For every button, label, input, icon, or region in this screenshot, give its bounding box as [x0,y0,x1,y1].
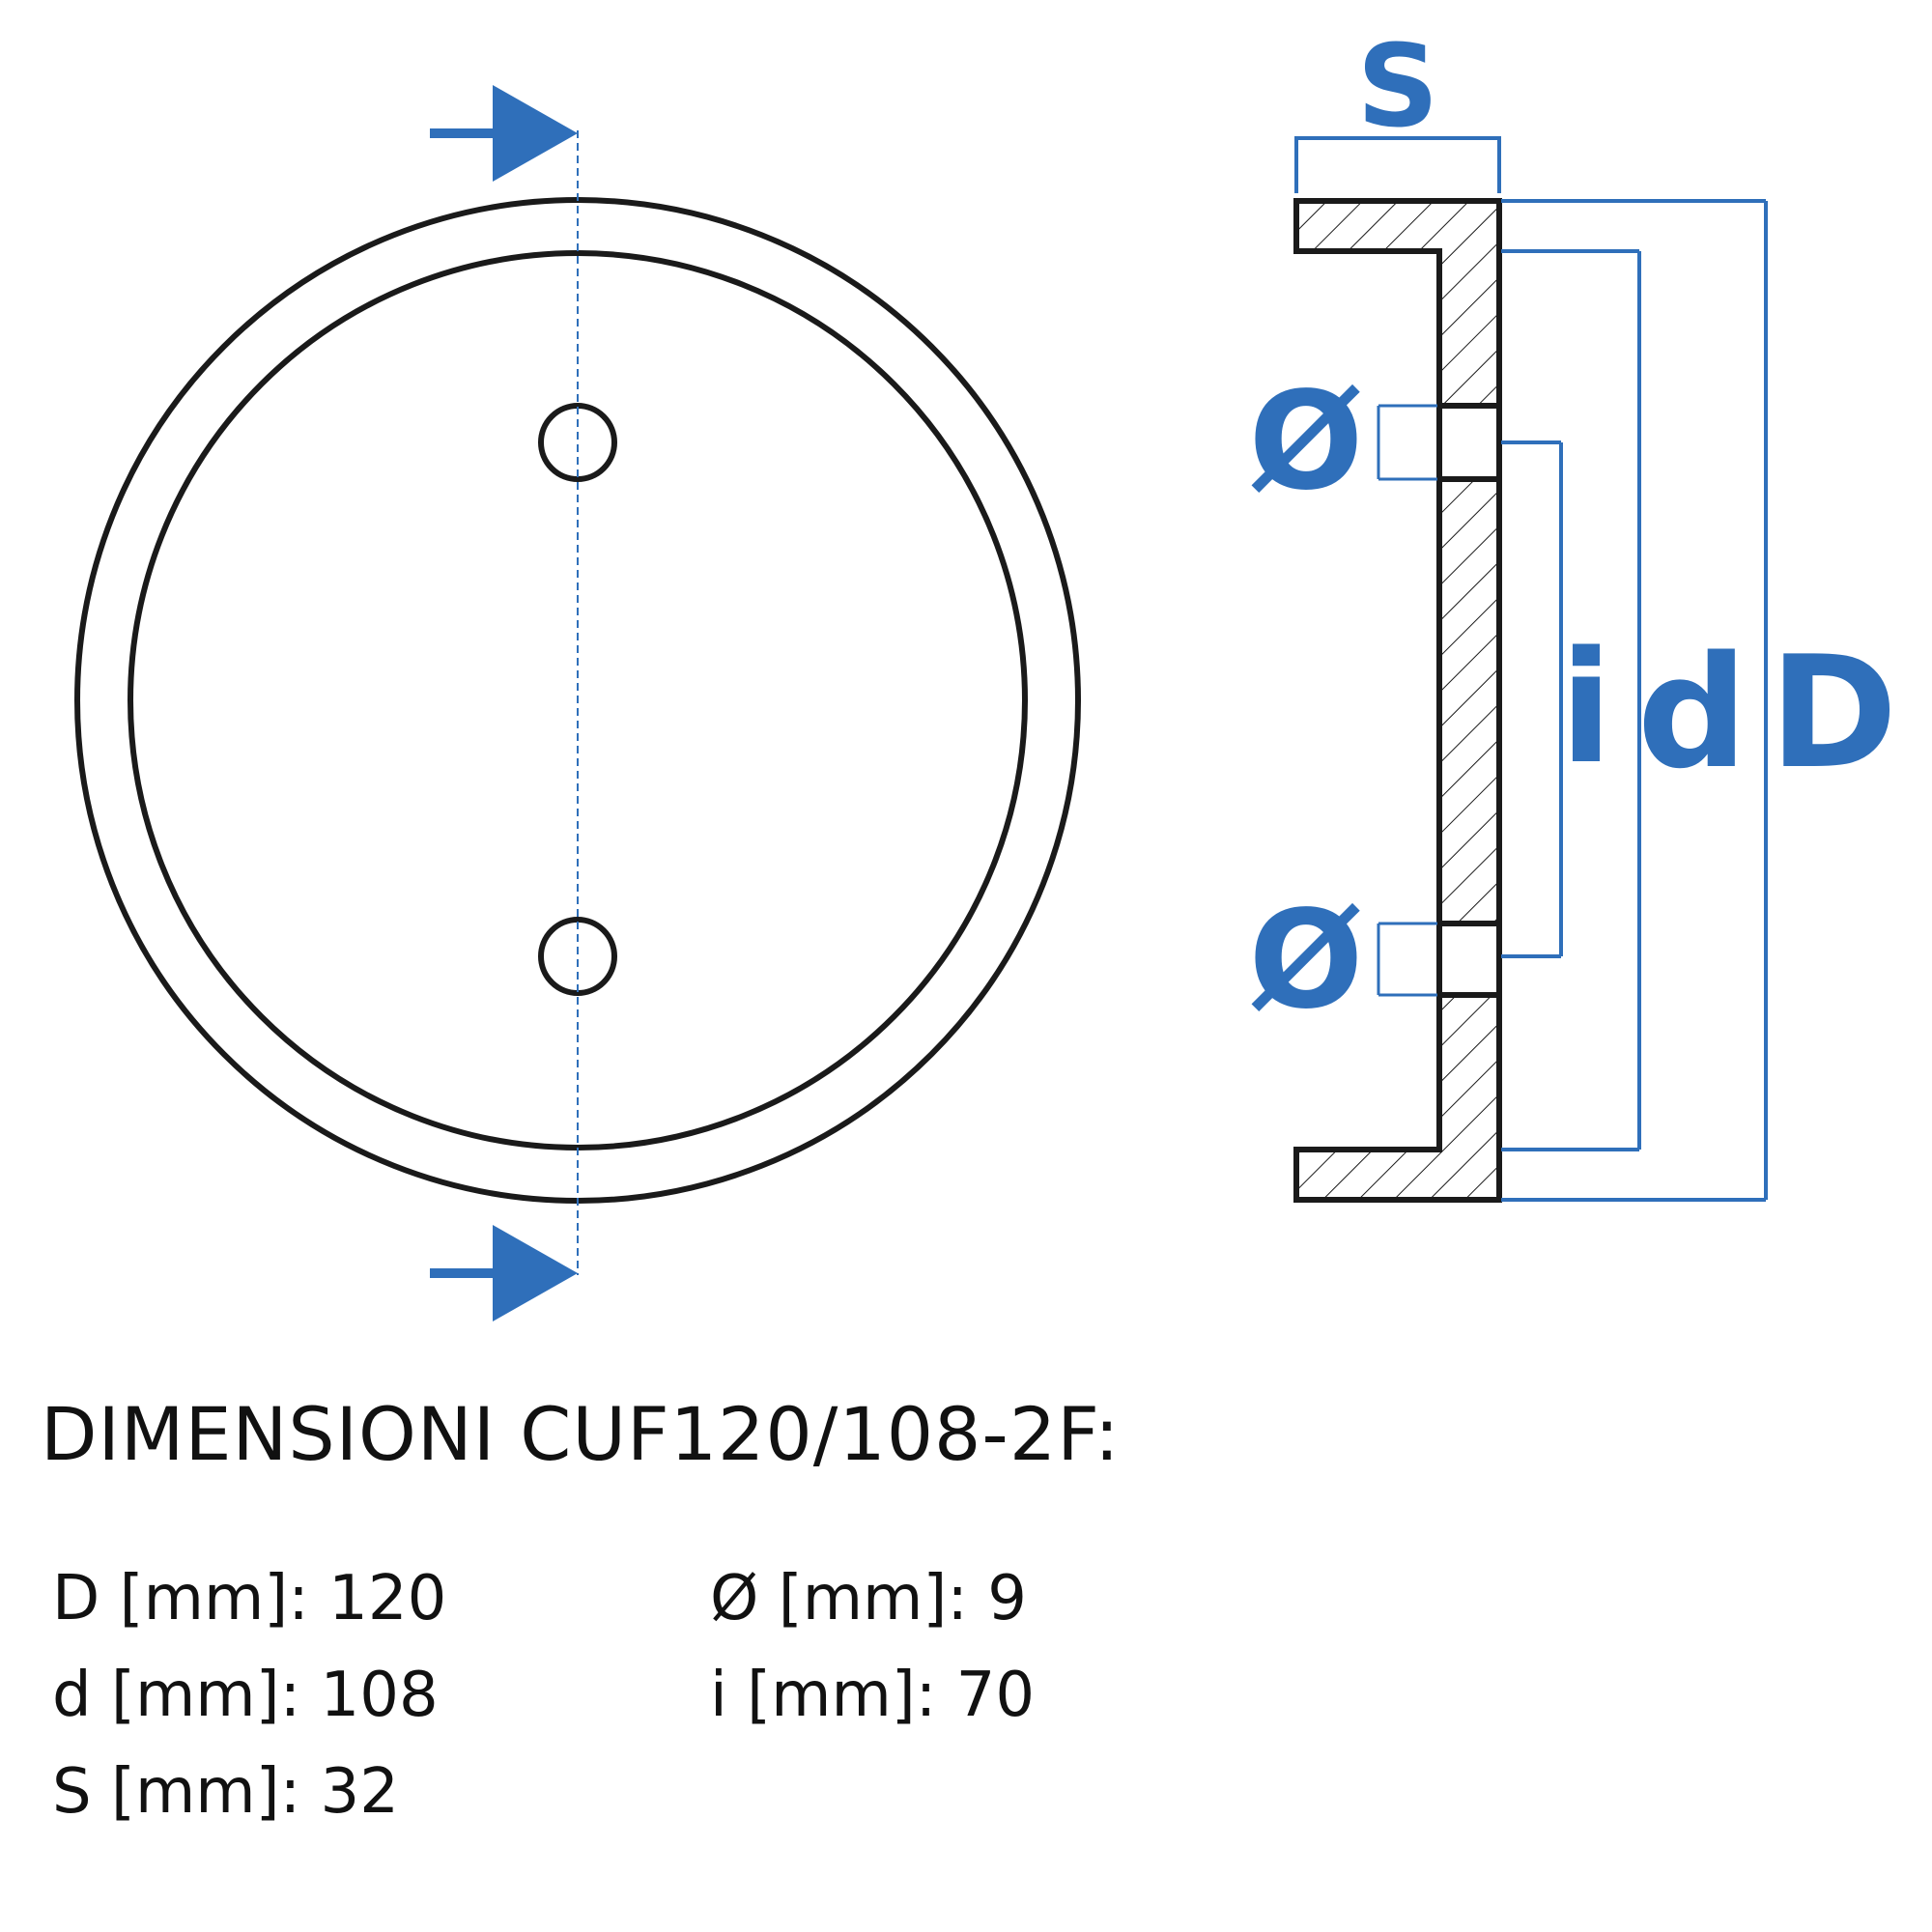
spec-d-value: 108 [320,1660,439,1731]
spec-S: S [mm]: 32 [52,1756,399,1828]
spec-i-label: i [mm]: [710,1660,937,1731]
spec-i-value: 70 [955,1660,1036,1731]
dimension-d [1501,249,1641,1151]
front-view [74,85,1081,1321]
page-title: DIMENSIONI CUF120/108-2F: [41,1391,1121,1477]
spec-D-label: D [mm]: [52,1563,309,1634]
label-i: i [1560,617,1613,798]
spec-S-value: 32 [320,1756,399,1828]
spec-i: i [mm]: 70 [710,1660,1035,1731]
label-diameter-top: Ø [1248,363,1363,521]
dimension-hole-top [1377,404,1437,481]
section-arrow-top [430,85,578,182]
section-hole-bottom [1436,921,1502,998]
section-view: S Ø Ø i d D [1248,19,1898,1203]
dimension-hole-bottom [1377,922,1437,997]
dimension-s [1294,136,1501,193]
dimension-i [1501,440,1563,958]
mounting-hole-top [538,403,617,482]
mounting-hole-bottom [538,917,617,996]
label-D: D [1770,622,1898,803]
spec-D-value: 120 [328,1563,447,1634]
spec-d: d [mm]: 108 [52,1660,439,1731]
spec-diameter-value: 9 [987,1563,1027,1634]
section-hole-top [1436,403,1502,482]
label-diameter-bottom: Ø [1248,882,1363,1039]
label-d: d [1637,622,1748,803]
label-s: S [1357,19,1439,153]
spec-diameter: Ø [mm]: 9 [710,1563,1027,1634]
section-profile-middle [1436,476,1502,926]
spec-diameter-label: Ø [mm]: [710,1563,968,1634]
spec-D: D [mm]: 120 [52,1563,446,1634]
spec-S-label: S [mm]: [52,1756,301,1828]
dimension-D [1501,199,1768,1202]
spec-d-label: d [mm]: [52,1660,301,1731]
section-arrow-bottom [430,1225,578,1321]
